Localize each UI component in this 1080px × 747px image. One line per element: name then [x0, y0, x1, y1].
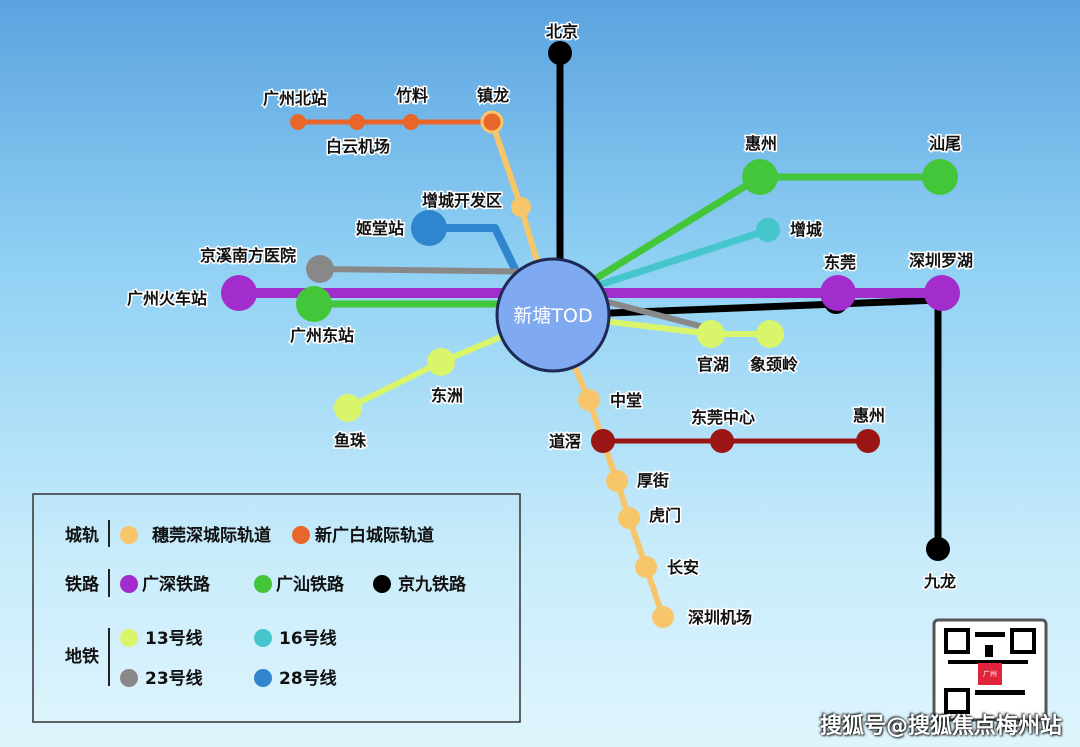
legend-group-title: 城轨	[65, 525, 99, 546]
legend-group-title: 铁路	[65, 574, 100, 595]
label: 广州东站	[290, 326, 354, 345]
station-dot[interactable]	[511, 197, 531, 217]
legend-item: 广深铁路	[142, 574, 211, 595]
line-suiguanshen	[489, 119, 666, 620]
station-dot[interactable]	[756, 218, 780, 242]
station-dot[interactable]	[924, 275, 960, 311]
label: 惠州	[745, 134, 777, 153]
station-dot[interactable]	[548, 41, 572, 65]
label: 象颈岭	[750, 355, 798, 374]
label: 京溪南方医院	[200, 246, 296, 265]
label: 北京	[546, 22, 578, 41]
station-dot[interactable]	[652, 606, 674, 628]
station-dot[interactable]	[306, 255, 334, 283]
watermark: 搜狐号@搜狐焦点梅州站	[820, 714, 1063, 739]
station-dot[interactable]	[221, 275, 257, 311]
legend-item: 13号线	[145, 628, 203, 649]
station-dot[interactable]	[290, 114, 306, 130]
legend-item: 京九铁路	[398, 574, 467, 595]
station-dot[interactable]	[618, 507, 640, 529]
legend-item: 23号线	[145, 668, 203, 689]
station-dot[interactable]	[606, 470, 628, 492]
station-dot[interactable]	[756, 320, 784, 348]
station-dot[interactable]	[403, 114, 419, 130]
label: 增城	[790, 220, 822, 239]
label: 东莞中心	[691, 408, 755, 427]
station-dot[interactable]	[856, 429, 880, 453]
station-dot[interactable]	[922, 159, 958, 195]
station-dot[interactable]	[635, 556, 657, 578]
label: 道滘	[549, 432, 581, 451]
legend-item: 广汕铁路	[276, 574, 345, 595]
station-dot[interactable]	[710, 429, 734, 453]
label: 东洲	[431, 386, 463, 405]
station-dot[interactable]	[926, 537, 950, 561]
legend-item: 28号线	[279, 668, 337, 689]
legend-group-title: 地铁	[65, 646, 99, 667]
label: 鱼珠	[334, 431, 367, 450]
station-dot[interactable]	[480, 110, 504, 134]
station-dot[interactable]	[591, 429, 615, 453]
station-dot[interactable]	[697, 320, 725, 348]
label: 东莞	[824, 253, 856, 272]
label: 镇龙	[477, 86, 509, 105]
label: 增城开发区	[422, 191, 502, 210]
label: 厚街	[637, 471, 669, 490]
label: 中堂	[610, 391, 642, 410]
label: 广州北站	[263, 89, 327, 108]
label: 竹料	[395, 86, 428, 105]
label: 惠州	[853, 406, 885, 425]
legend: 城轨 穗莞深城际轨道 新广白城际轨道 铁路 广深铁路 广汕铁路 京九铁路 地铁 …	[32, 493, 521, 723]
label: 官湖	[697, 355, 729, 374]
station-dot[interactable]	[820, 275, 856, 311]
label: 姬堂站	[356, 219, 404, 238]
legend-item: 新广白城际轨道	[315, 525, 434, 546]
label: 长安	[667, 558, 699, 577]
line-black-jingjiu	[556, 49, 942, 553]
center-hub[interactable]	[495, 257, 611, 373]
station-dot[interactable]	[296, 286, 332, 322]
station-dot[interactable]	[349, 114, 365, 130]
station-dot[interactable]	[411, 210, 447, 246]
qr-code[interactable]: 广州	[932, 618, 1048, 722]
label: 深圳罗湖	[909, 251, 973, 270]
legend-item: 穗莞深城际轨道	[152, 525, 271, 546]
label: 九龙	[923, 572, 956, 591]
label: 虎门	[649, 506, 681, 525]
station-dot[interactable]	[578, 389, 600, 411]
station-dot[interactable]	[742, 159, 778, 195]
center-label: 新塘TOD	[513, 305, 592, 327]
qr-logo-text: 广州	[983, 669, 997, 678]
label: 广州火车站	[127, 289, 207, 308]
station-dot[interactable]	[427, 348, 455, 376]
label: 汕尾	[929, 134, 961, 153]
station-dot[interactable]	[334, 394, 362, 422]
label: 深圳机场	[688, 608, 752, 627]
legend-item: 16号线	[279, 628, 337, 649]
label: 白云机场	[326, 137, 390, 156]
